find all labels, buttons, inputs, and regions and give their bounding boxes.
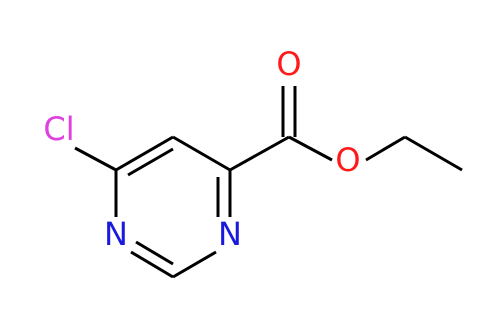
atom-o-ester: O xyxy=(335,141,360,179)
bond-o-ch2 xyxy=(365,135,406,162)
bond-c-o-ester xyxy=(288,135,333,162)
bond-c6-c5-inner xyxy=(127,147,174,177)
bond-ch2-ch3 xyxy=(404,135,463,172)
atom-labels: Cl N N O O xyxy=(43,45,360,253)
bond-c2-n3 xyxy=(172,250,217,279)
bond-c5-c4 xyxy=(172,135,231,172)
atom-n3: N xyxy=(218,215,242,253)
atom-n1: N xyxy=(104,215,128,253)
bond-n1-c2 xyxy=(130,250,174,279)
atom-cl: Cl xyxy=(43,110,74,148)
bond-n1-c2-inner xyxy=(135,240,174,266)
bond-c6-c5 xyxy=(115,135,174,172)
bond-cl-c6 xyxy=(74,146,117,172)
atom-o-carbonyl: O xyxy=(276,45,301,83)
bond-c4-ccarbonyl xyxy=(229,135,290,172)
bonds xyxy=(74,86,463,279)
